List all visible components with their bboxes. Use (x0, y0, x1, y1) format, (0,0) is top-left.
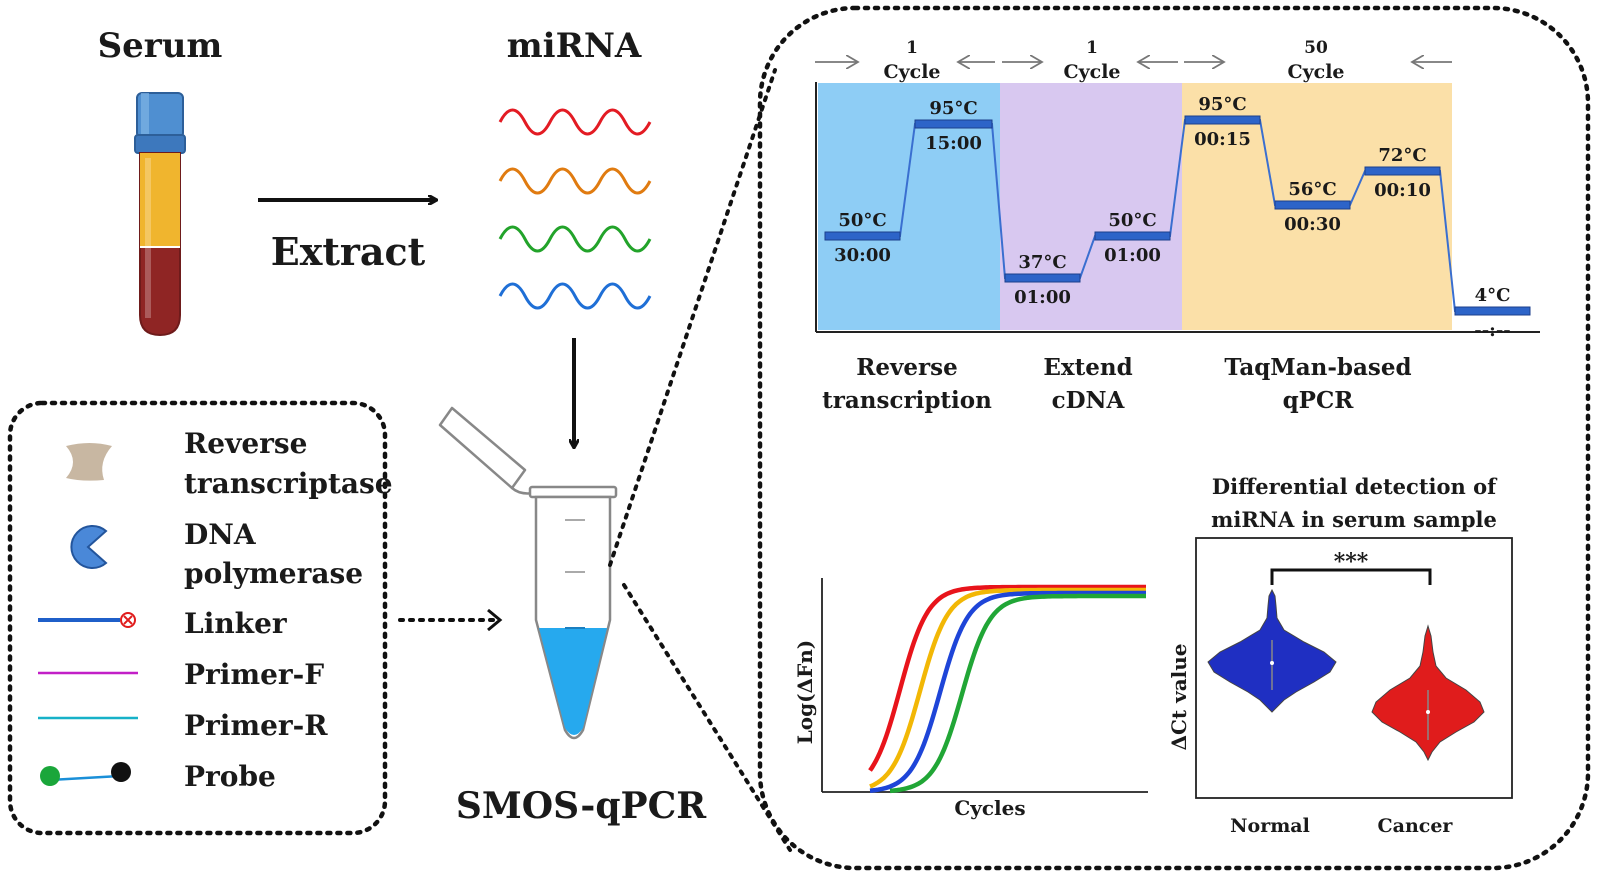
amplification-curve (889, 593, 1146, 794)
stage-label: cDNA (1052, 387, 1126, 414)
legend-label: Primer-R (184, 709, 328, 742)
violin-cancer-median (1426, 710, 1430, 714)
violin-chart: Differential detection of miRNA in serum… (1167, 474, 1513, 837)
pcr-tube-icon (438, 406, 618, 740)
step-time: 00:30 (1284, 214, 1341, 235)
reverse-transcriptase-icon (66, 443, 112, 481)
detail-panel (757, 5, 1591, 871)
mirna-wave (498, 167, 652, 195)
category-cancer: Cancer (1378, 815, 1454, 837)
temp-step-bar (824, 231, 901, 241)
mirna-wave (498, 282, 652, 310)
step-time: 30:00 (834, 245, 891, 266)
mirna-waves (498, 108, 652, 310)
stage-label: qPCR (1283, 387, 1355, 414)
step-labels: 50°C 30:00 95°C 15:00 37°C 01:00 50°C 01:00 95°C… (834, 94, 1511, 341)
cycle-word: Cycle (883, 61, 940, 83)
violin-ylabel: ΔCt value (1167, 643, 1191, 750)
stage-label: Extend (1043, 354, 1132, 381)
mirna-wave (498, 225, 652, 253)
legend-label: Reverse (184, 427, 308, 460)
step-temp: 4°C (1475, 285, 1511, 306)
cycle-count: 50 (1304, 38, 1328, 58)
amplification-curves (868, 584, 1146, 794)
amplification-curve (869, 587, 1146, 789)
amp-xlabel: Cycles (954, 796, 1025, 820)
stage-label: TaqMan-based (1224, 354, 1411, 381)
amp-ylabel: Log(ΔFn) (793, 640, 817, 745)
dna-polymerase-icon (70, 525, 108, 569)
violin-normal-median (1270, 661, 1274, 665)
cycle-word: Cycle (1287, 61, 1344, 83)
extract-label: Extract (271, 229, 426, 274)
temp-step-bar (1454, 306, 1531, 316)
violin-title-line2: miRNA in serum sample (1211, 507, 1497, 532)
violin-title-line1: Differential detection of (1212, 474, 1498, 499)
legend-label: transcriptase (184, 467, 393, 500)
stage-bg-extend (1000, 83, 1182, 330)
step-temp: 37°C (1018, 252, 1066, 273)
legend-arrowhead (487, 608, 503, 632)
amplification-curve (868, 584, 1146, 772)
legend-label: polymerase (184, 557, 363, 590)
significance-label: *** (1334, 549, 1369, 575)
step-temp: 50°C (838, 210, 886, 231)
serum-label: Serum (98, 26, 223, 66)
violin-frame (1195, 537, 1513, 799)
legend-label: Primer-F (184, 658, 324, 691)
step-time: 00:15 (1194, 129, 1251, 150)
amplification-curve (869, 590, 1146, 793)
step-temp: 72°C (1378, 145, 1426, 166)
step-temp: 50°C (1108, 210, 1156, 231)
cycle-count: 1 (906, 38, 918, 58)
temp-step-bar (914, 119, 993, 129)
assay-label: SMOS-qPCR (456, 785, 707, 827)
temperature-profile (824, 115, 1531, 316)
category-normal: Normal (1230, 815, 1310, 837)
significance-bracket (1270, 568, 1432, 585)
legend-label: Linker (184, 607, 288, 640)
temp-step-bar (1364, 166, 1441, 176)
legend-label: DNA (184, 518, 257, 551)
stage-label: Reverse (856, 354, 957, 381)
temp-step-bar (1094, 231, 1171, 241)
step-temp: 95°C (929, 98, 977, 119)
serum-tube-icon (134, 92, 186, 337)
stage-label: transcription (822, 387, 992, 414)
probe-icon (40, 762, 131, 786)
amplification-plot: Log(ΔFn) Cycles (793, 578, 1148, 820)
cycle-word: Cycle (1063, 61, 1120, 83)
temp-step-bar (1274, 200, 1351, 210)
zoom-line-bottom (622, 583, 792, 852)
step-time: 00:10 (1374, 180, 1431, 201)
mirna-label: miRNA (507, 26, 642, 66)
mirna-wave (498, 108, 652, 136)
linker-icon (38, 612, 136, 628)
stage-labels: Reverse transcription Extend cDNA TaqMan-bas… (822, 354, 1411, 414)
step-time: 01:00 (1014, 287, 1071, 308)
violins (1207, 588, 1485, 762)
step-time: --:-- (1474, 320, 1511, 341)
step-temp: 95°C (1198, 94, 1246, 115)
zoom-line-top (608, 68, 777, 567)
cycle-count: 1 (1086, 38, 1098, 58)
step-time: 15:00 (925, 133, 982, 154)
legend-label: Probe (184, 760, 276, 793)
temp-step-bar (1184, 115, 1261, 125)
step-temp: 56°C (1288, 179, 1336, 200)
legend-box (7, 400, 388, 836)
step-time: 01:00 (1104, 245, 1161, 266)
temp-step-bar (1004, 273, 1081, 283)
